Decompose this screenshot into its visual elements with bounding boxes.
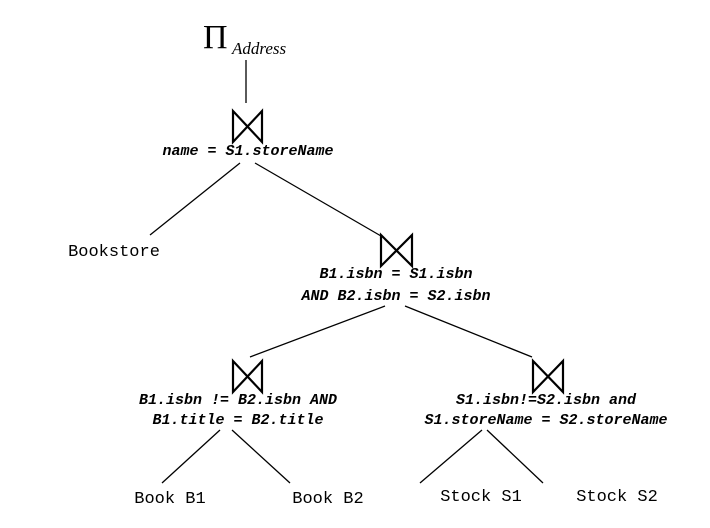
join-icon-root <box>231 108 264 145</box>
edge-books-b2 <box>231 429 291 484</box>
join-middle-condition-line2: AND B2.isbn = S2.isbn <box>300 288 490 305</box>
relation-stock-s1: Stock S1 <box>440 488 522 507</box>
edge-middle-stocks <box>404 305 533 358</box>
join-icon-middle <box>379 232 414 269</box>
edge-stocks-s2 <box>486 429 544 484</box>
edge-stocks-s1 <box>419 429 483 484</box>
join-icon-stocks <box>531 358 565 395</box>
join-middle-condition-line1: B1.isbn = S1.isbn <box>319 266 472 283</box>
join-stocks-condition-line1: S1.isbn!=S2.isbn and <box>456 392 637 409</box>
edge-middle-books <box>249 305 386 358</box>
relation-book-b2: Book B2 <box>292 490 363 509</box>
relation-stock-s2: Stock S2 <box>576 488 658 507</box>
join-icon-books <box>231 358 264 395</box>
projection-attribute: Address <box>231 39 287 58</box>
join-root-condition: name = S1.storeName <box>162 143 333 160</box>
edge-books-b1 <box>161 429 221 484</box>
join-books-condition-line2: B1.title = B2.title <box>152 412 323 429</box>
projection-symbol: Π <box>203 19 228 56</box>
edge-root-bookstore <box>149 162 241 236</box>
relation-bookstore: Bookstore <box>68 243 160 262</box>
relation-book-b1: Book B1 <box>134 490 205 509</box>
join-books-condition-line1: B1.isbn != B2.isbn AND <box>139 392 337 409</box>
join-stocks-condition-line2: S1.storeName = S2.storeName <box>424 412 667 429</box>
edge-root-middle <box>254 162 382 237</box>
